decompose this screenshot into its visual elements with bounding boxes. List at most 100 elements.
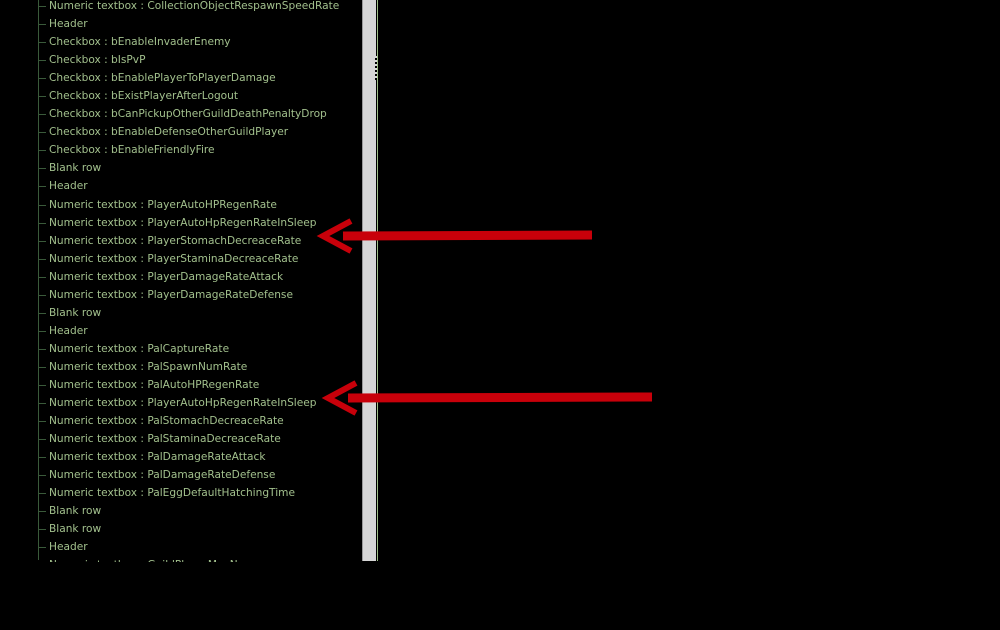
tree-row-label: Numeric textbox : PalDamageRateDefense bbox=[49, 469, 276, 482]
tree-branch-icon bbox=[38, 403, 46, 405]
tree-row-label: Header bbox=[49, 180, 88, 193]
tree-row[interactable]: Numeric textbox : PalAutoHPRegenRate bbox=[0, 376, 360, 394]
tree-branch-icon bbox=[38, 60, 46, 62]
tree-branch-icon bbox=[38, 457, 46, 459]
tree-branch-icon bbox=[38, 511, 46, 513]
tree-branch-icon bbox=[38, 96, 46, 98]
tree-branch-icon bbox=[38, 276, 46, 278]
tree-row[interactable]: Checkbox : bCanPickupOtherGuildDeathPena… bbox=[0, 105, 360, 123]
tree-rows: Numeric textbox : CollectionObjectRespaw… bbox=[0, 0, 360, 562]
tree-row-label: Numeric textbox : PlayerAutoHPRegenRate bbox=[49, 198, 277, 211]
tree-row-label: Checkbox : bEnableDefenseOtherGuildPlaye… bbox=[49, 126, 289, 139]
tree-row-label: Numeric textbox : PlayerDamageRateDefens… bbox=[49, 288, 293, 301]
tree-branch-icon bbox=[38, 240, 46, 242]
tree-connector-line bbox=[38, 0, 39, 560]
tree-row-label: Numeric textbox : PlayerAutoHpRegenRateI… bbox=[49, 216, 317, 229]
tree-row[interactable]: Numeric textbox : GuildPlayerMaxNum bbox=[0, 556, 360, 562]
tree-row-label: Checkbox : bEnableFriendlyFire bbox=[49, 144, 215, 157]
tree-branch-icon bbox=[38, 150, 46, 152]
tree-row[interactable]: Numeric textbox : PlayerAutoHpRegenRateI… bbox=[0, 214, 360, 232]
tree-row-label: Header bbox=[49, 541, 88, 554]
tree-row-label: Blank row bbox=[49, 306, 102, 319]
tree-branch-icon bbox=[38, 384, 46, 386]
tree-row-label: Numeric textbox : PalCaptureRate bbox=[49, 342, 230, 355]
vertical-scrollbar[interactable] bbox=[362, 0, 376, 561]
tree-row-label: Blank row bbox=[49, 523, 102, 536]
tree-row-label: Checkbox : bIsPvP bbox=[49, 54, 146, 67]
annotation-arrow-shaft bbox=[342, 230, 593, 241]
tree-row-label: Numeric textbox : CollectionObjectRespaw… bbox=[49, 0, 340, 12]
tree-branch-icon bbox=[38, 348, 46, 350]
tree-row-label: Numeric textbox : PlayerAutoHpRegenRateI… bbox=[49, 397, 317, 410]
tree-row[interactable]: Blank row bbox=[0, 520, 360, 538]
tree-row[interactable]: Header bbox=[0, 322, 360, 340]
tree-row-label: Numeric textbox : PalAutoHPRegenRate bbox=[49, 378, 260, 391]
tree-branch-icon bbox=[38, 493, 46, 495]
tree-row-label: Numeric textbox : PalStaminaDecreaceRate bbox=[49, 433, 281, 446]
tree-branch-icon bbox=[38, 475, 46, 477]
tree-row-label: Numeric textbox : PlayerStaminaDecreaceR… bbox=[49, 252, 299, 265]
tree-row[interactable]: Numeric textbox : PlayerAutoHpRegenRateI… bbox=[0, 394, 360, 412]
tree-row[interactable]: Numeric textbox : PlayerAutoHPRegenRate bbox=[0, 196, 360, 214]
tree-branch-icon bbox=[38, 132, 46, 134]
tree-row[interactable]: Header bbox=[0, 177, 360, 195]
tree-branch-icon bbox=[38, 222, 46, 224]
tree-branch-icon bbox=[38, 24, 46, 26]
tree-row[interactable]: Numeric textbox : PlayerDamageRateAttack bbox=[0, 268, 360, 286]
tree-branch-icon bbox=[38, 312, 46, 314]
tree-row[interactable]: Checkbox : bEnableInvaderEnemy bbox=[0, 33, 360, 51]
tree-row[interactable]: Blank row bbox=[0, 304, 360, 322]
tree-row[interactable]: Numeric textbox : PlayerStomachDecreaceR… bbox=[0, 232, 360, 250]
tree-row-label: Numeric textbox : GuildPlayerMaxNum bbox=[49, 559, 255, 562]
tree-row[interactable]: Checkbox : bExistPlayerAfterLogout bbox=[0, 87, 360, 105]
tree-row-label: Header bbox=[49, 324, 88, 337]
tree-row[interactable]: Checkbox : bEnableDefenseOtherGuildPlaye… bbox=[0, 123, 360, 141]
tree-branch-icon bbox=[38, 294, 46, 296]
tree-row-label: Blank row bbox=[49, 505, 102, 518]
tree-branch-icon bbox=[38, 439, 46, 441]
tree-row[interactable]: Checkbox : bEnablePlayerToPlayerDamage bbox=[0, 69, 360, 87]
tree-row[interactable]: Header bbox=[0, 15, 360, 33]
tree-row[interactable]: Numeric textbox : PalStaminaDecreaceRate bbox=[0, 430, 360, 448]
scrollbar-grip-icon[interactable] bbox=[375, 56, 378, 80]
annotation-arrow-shaft bbox=[347, 392, 653, 403]
tree-row[interactable]: Blank row bbox=[0, 159, 360, 177]
tree-row-label: Checkbox : bEnablePlayerToPlayerDamage bbox=[49, 72, 276, 85]
tree-row[interactable]: Header bbox=[0, 538, 360, 556]
tree-row-label: Checkbox : bCanPickupOtherGuildDeathPena… bbox=[49, 108, 327, 121]
tree-branch-icon bbox=[38, 42, 46, 44]
tree-row-label: Checkbox : bEnableInvaderEnemy bbox=[49, 36, 231, 49]
tree-row[interactable]: Numeric textbox : CollectionObjectRespaw… bbox=[0, 0, 360, 15]
tree-row[interactable]: Checkbox : bIsPvP bbox=[0, 51, 360, 69]
tree-branch-icon bbox=[38, 114, 46, 116]
tree-row[interactable]: Numeric textbox : PlayerDamageRateDefens… bbox=[0, 286, 360, 304]
tree-row-label: Numeric textbox : PalSpawnNumRate bbox=[49, 360, 248, 373]
tree-row[interactable]: Checkbox : bEnableFriendlyFire bbox=[0, 141, 360, 159]
tree-branch-icon bbox=[38, 186, 46, 188]
tree-view: Numeric textbox : CollectionObjectRespaw… bbox=[0, 0, 360, 562]
tree-row[interactable]: Numeric textbox : PlayerStaminaDecreaceR… bbox=[0, 250, 360, 268]
tree-row-label: Numeric textbox : PalStomachDecreaceRate bbox=[49, 415, 284, 428]
tree-branch-icon bbox=[38, 547, 46, 549]
tree-branch-icon bbox=[38, 529, 46, 531]
tree-row[interactable]: Blank row bbox=[0, 502, 360, 520]
tree-row[interactable]: Numeric textbox : PalDamageRateAttack bbox=[0, 448, 360, 466]
tree-row-label: Numeric textbox : PalEggDefaultHatchingT… bbox=[49, 487, 295, 500]
tree-row-label: Numeric textbox : PalDamageRateAttack bbox=[49, 451, 266, 464]
tree-branch-icon bbox=[38, 366, 46, 368]
tree-row-label: Numeric textbox : PlayerDamageRateAttack bbox=[49, 270, 284, 283]
tree-row-label: Blank row bbox=[49, 162, 102, 175]
tree-row[interactable]: Numeric textbox : PalDamageRateDefense bbox=[0, 466, 360, 484]
tree-row-label: Header bbox=[49, 18, 88, 31]
tree-branch-icon bbox=[38, 6, 46, 7]
panel-divider bbox=[377, 0, 378, 561]
tree-row-label: Checkbox : bExistPlayerAfterLogout bbox=[49, 90, 239, 103]
tree-row[interactable]: Numeric textbox : PalStomachDecreaceRate bbox=[0, 412, 360, 430]
tree-row[interactable]: Numeric textbox : PalCaptureRate bbox=[0, 340, 360, 358]
tree-branch-icon bbox=[38, 204, 46, 206]
tree-row[interactable]: Numeric textbox : PalEggDefaultHatchingT… bbox=[0, 484, 360, 502]
tree-row[interactable]: Numeric textbox : PalSpawnNumRate bbox=[0, 358, 360, 376]
tree-branch-icon bbox=[38, 421, 46, 423]
tree-branch-icon bbox=[38, 330, 46, 332]
tree-branch-icon bbox=[38, 78, 46, 80]
